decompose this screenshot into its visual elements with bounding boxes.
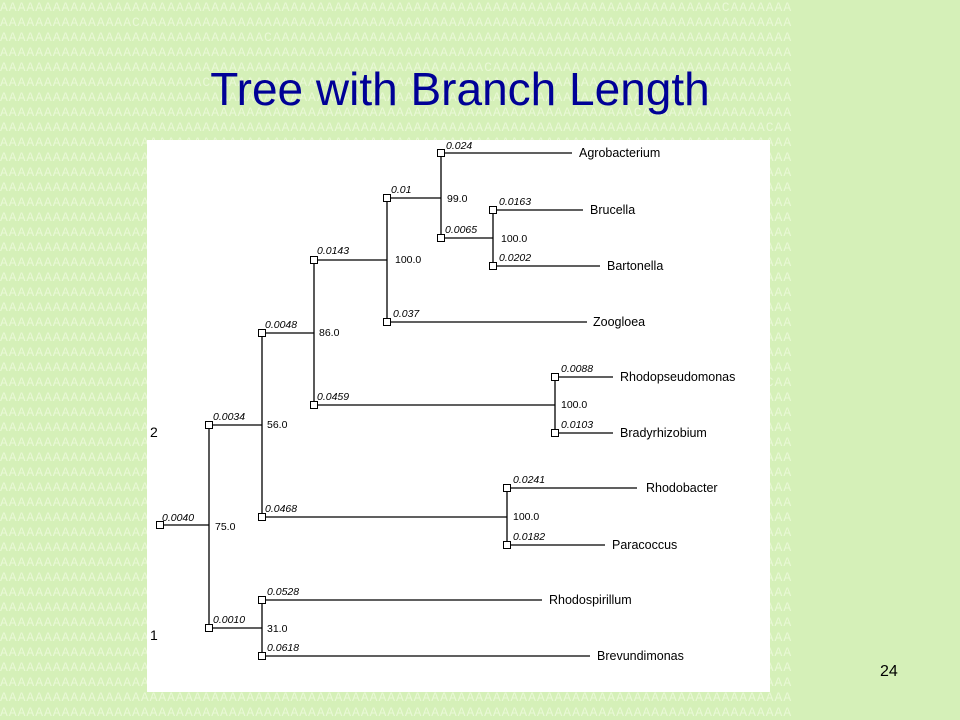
- side-label-1: 1: [150, 627, 158, 643]
- bootstrap-value-label: 100.0: [501, 233, 527, 245]
- node-tip-agrobacterium: [437, 149, 445, 157]
- node-internal: [258, 329, 266, 337]
- bootstrap-value-label: 100.0: [395, 254, 421, 266]
- branch-length-label: 0.0143: [317, 245, 349, 257]
- taxon-label-rhodobacter: Rhodobacter: [646, 481, 718, 495]
- node-internal: [383, 194, 391, 202]
- taxon-label-brucella: Brucella: [590, 203, 635, 217]
- bootstrap-value-label: 86.0: [319, 327, 340, 339]
- taxon-label-rhodopseudomonas: Rhodopseudomonas: [620, 370, 735, 384]
- bootstrap-value-label: 75.0: [215, 521, 236, 533]
- bootstrap-value-label: 31.0: [267, 623, 288, 635]
- node-tip-brevundimonas: [258, 652, 266, 660]
- taxon-label-zoogloea: Zoogloea: [593, 315, 645, 329]
- taxon-label-agrobacterium: Agrobacterium: [579, 146, 660, 160]
- branch-length-label: 0.024: [446, 140, 472, 152]
- phylogenetic-tree: 0.0040 75.0 0.0034 56.0 0.0048 86.0 0.0143 100.…: [156, 140, 735, 663]
- slide-title: Tree with Branch Length: [210, 63, 710, 115]
- node-internal: [258, 513, 266, 521]
- branch-length-label: 0.0040: [162, 512, 194, 524]
- branch-length-label: 0.0048: [265, 319, 297, 331]
- node-internal: [437, 234, 445, 242]
- bootstrap-value-label: 100.0: [513, 511, 539, 523]
- taxon-label-bartonella: Bartonella: [607, 259, 663, 273]
- node-tip-bartonella: [489, 262, 497, 270]
- tree-panel: 0.0040 75.0 0.0034 56.0 0.0048 86.0 0.0143 100.…: [147, 140, 770, 692]
- taxon-label-rhodospirillum: Rhodospirillum: [549, 593, 632, 607]
- branch-length-label: 0.0163: [499, 196, 531, 208]
- taxon-label-paracoccus: Paracoccus: [612, 538, 677, 552]
- bootstrap-value-label: 100.0: [561, 399, 587, 411]
- node-tip-brucella: [489, 206, 497, 214]
- branch-length-label: 0.0010: [213, 614, 245, 626]
- branch-length-label: 0.01: [391, 184, 411, 196]
- branch-length-label: 0.0202: [499, 252, 531, 264]
- node-tip-bradyrhizobium: [551, 429, 559, 437]
- branch-length-label: 0.0241: [513, 474, 545, 486]
- branch-length-label: 0.0468: [265, 503, 297, 515]
- branch-length-label: 0.0618: [267, 642, 299, 654]
- branch-length-label: 0.0103: [561, 419, 593, 431]
- page-number: 24: [880, 663, 898, 680]
- bootstrap-value-label: 99.0: [447, 193, 468, 205]
- node-internal: [310, 256, 318, 264]
- node-tip-zoogloea: [383, 318, 391, 326]
- node-tip-paracoccus: [503, 541, 511, 549]
- branch-length-label: 0.0459: [317, 391, 349, 403]
- branch-length-label: 0.0065: [445, 224, 477, 236]
- side-label-2: 2: [150, 424, 158, 440]
- bootstrap-value-label: 56.0: [267, 419, 288, 431]
- branch-length-label: 0.037: [393, 308, 420, 320]
- node-clade-1: [205, 624, 213, 632]
- node-tip-rhodobacter: [503, 484, 511, 492]
- node-tip-rhodopseudomonas: [551, 373, 559, 381]
- node-internal: [310, 401, 318, 409]
- taxon-label-brevundimonas: Brevundimonas: [597, 649, 684, 663]
- node-tip-rhodospirillum: [258, 596, 266, 604]
- taxon-label-bradyrhizobium: Bradyrhizobium: [620, 426, 707, 440]
- branch-length-label: 0.0088: [561, 363, 593, 375]
- node-clade-2: [205, 421, 213, 429]
- branch-length-label: 0.0182: [513, 531, 545, 543]
- node-root: [156, 521, 164, 529]
- branch-length-label: 0.0034: [213, 411, 245, 423]
- branch-length-label: 0.0528: [267, 586, 299, 598]
